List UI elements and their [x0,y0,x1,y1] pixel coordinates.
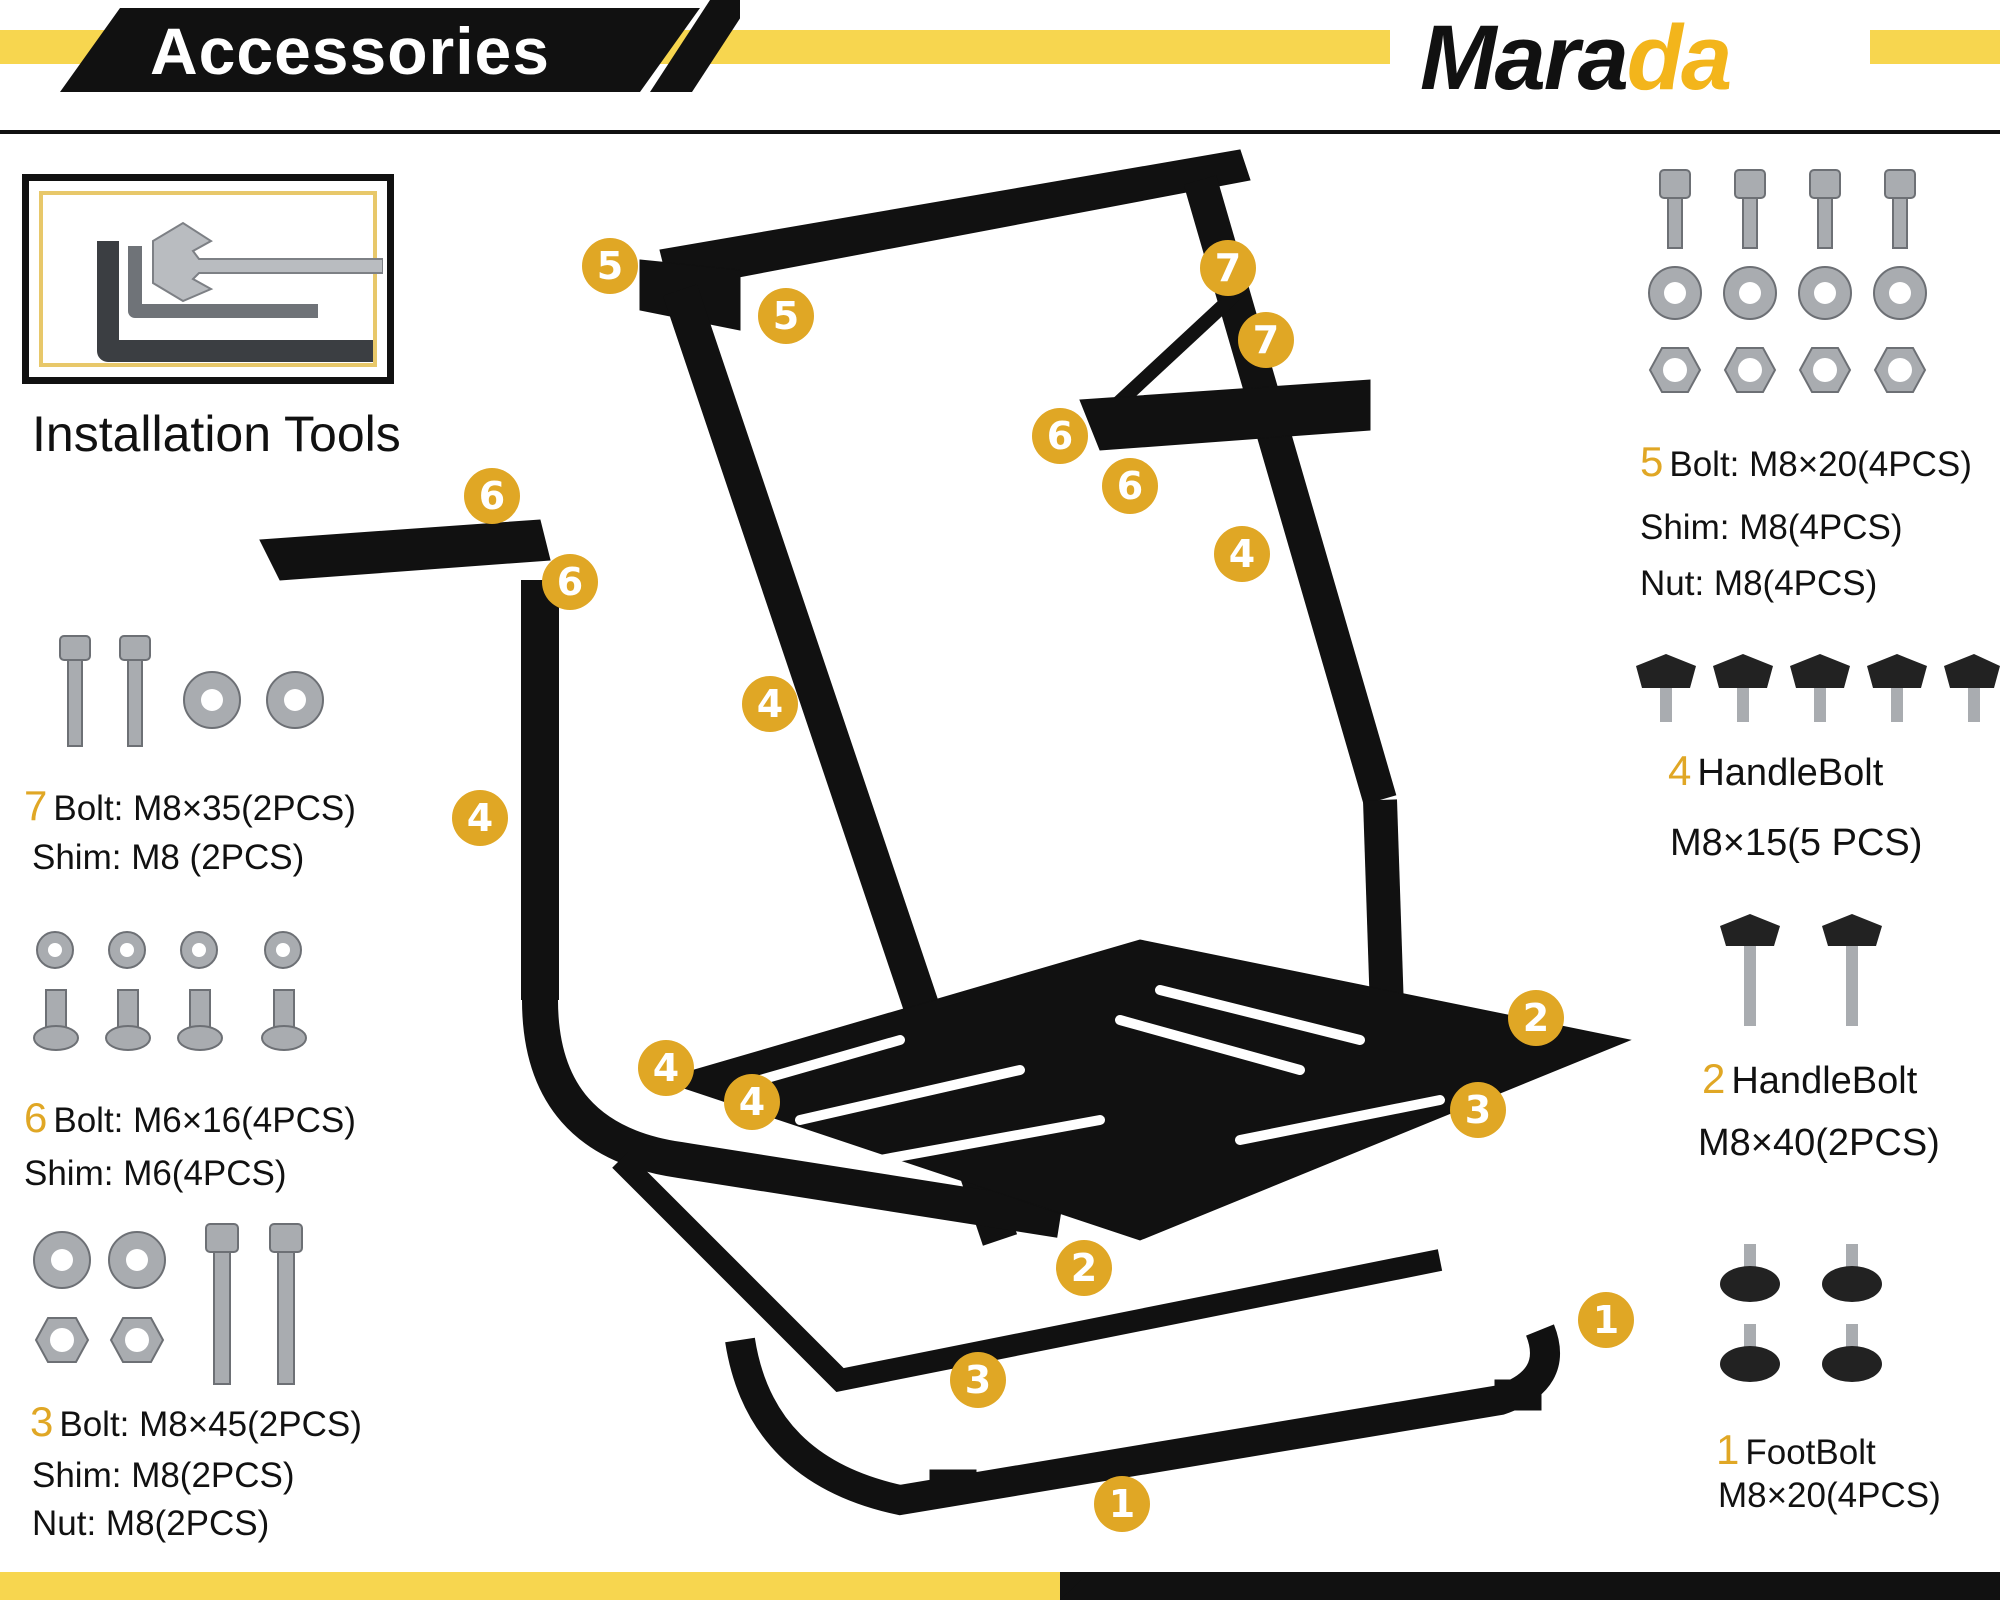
wrench-and-hex-keys-icon [97,221,383,362]
spec-nut-5: Nut: M8(4PCS) [1640,564,1878,603]
spec-line: Bolt: M8×35(2PCS) [53,789,356,828]
callout-badge-7: 7 [1238,312,1294,368]
callout-badge-2: 2 [1508,990,1564,1046]
spec-number: 6 [24,1094,48,1141]
callout-badge-2: 2 [1056,1240,1112,1296]
brand-logo: Marada [1420,8,1880,108]
callout-badge-3: 3 [950,1352,1006,1408]
m8x35-bolt-shim-icon [59,635,324,747]
spec-number: 1 [1716,1426,1740,1473]
callout-badge-1: 1 [1578,1292,1634,1348]
spec-handlebolt-4-size: M8×15(5 PCS) [1670,822,1923,864]
callout-badge-6: 6 [542,554,598,610]
spec-number: 2 [1702,1055,1726,1102]
callout-badge-1: 1 [1094,1476,1150,1532]
spec-line: FootBolt [1745,1433,1876,1472]
spec-line: HandleBolt [1731,1060,1918,1102]
tools-label: Installation Tools [32,406,401,462]
spec-line: Bolt: M8×20(4PCS) [1669,445,1972,484]
spec-shim-3: Shim: M8(2PCS) [32,1456,295,1495]
racing-wheel-stand-illustration [259,149,1632,1516]
spec-handlebolt-2-size: M8×40(2PCS) [1698,1122,1940,1164]
callout-badge-5: 5 [582,238,638,294]
callout-badge-6: 6 [464,468,520,524]
spec-number: 4 [1668,747,1692,794]
m6-bolt-shim-icon [33,931,307,1051]
footer-accent-stripe [0,1572,1090,1600]
tools-frame [22,174,394,384]
spec-number: 3 [30,1398,54,1445]
header-divider [0,130,2000,134]
spec-line: Bolt: M8×45(2PCS) [59,1405,362,1444]
callout-badge-6: 6 [1102,458,1158,514]
spec-shim-6: Shim: M6(4PCS) [24,1154,287,1193]
handlebolt-short-icon [1636,654,2000,722]
callout-badge-6: 6 [1032,408,1088,464]
callout-badge-4: 4 [724,1074,780,1130]
callout-badge-4: 4 [742,676,798,732]
callout-badge-3: 3 [1450,1082,1506,1138]
callout-badge-4: 4 [638,1040,694,1096]
callout-badge-4: 4 [452,790,508,846]
m8-bolt-washer-nut-icon [1648,169,1927,393]
callout-badge-5: 5 [758,288,814,344]
spec-line: HandleBolt [1697,752,1884,794]
handlebolt-long-icon [1720,914,1882,1026]
header-accent-stripe-right [1870,30,2000,64]
footer-dark-band [1060,1572,2000,1600]
tools-inner-frame [39,191,383,367]
spec-footbolt-1-size: M8×20(4PCS) [1718,1476,1941,1515]
brand-logo-part2: da [1626,7,1732,109]
callout-badge-4: 4 [1214,526,1270,582]
footbolt-icon [1720,1244,1882,1382]
brand-logo-part1: Mara [1420,7,1629,109]
spec-number: 5 [1640,438,1664,485]
callout-badge-7: 7 [1200,240,1256,296]
spec-shim-5: Shim: M8(4PCS) [1640,508,1903,547]
header-banner [60,0,740,92]
m8x45-bolt-shim-nut-icon [33,1223,303,1385]
page-title: Accessories [150,14,550,88]
spec-line: Bolt: M6×16(4PCS) [53,1101,356,1140]
spec-number: 7 [24,782,48,829]
spec-nut-3: Nut: M8(2PCS) [32,1504,270,1543]
spec-shim-7: Shim: M8 (2PCS) [32,838,305,877]
